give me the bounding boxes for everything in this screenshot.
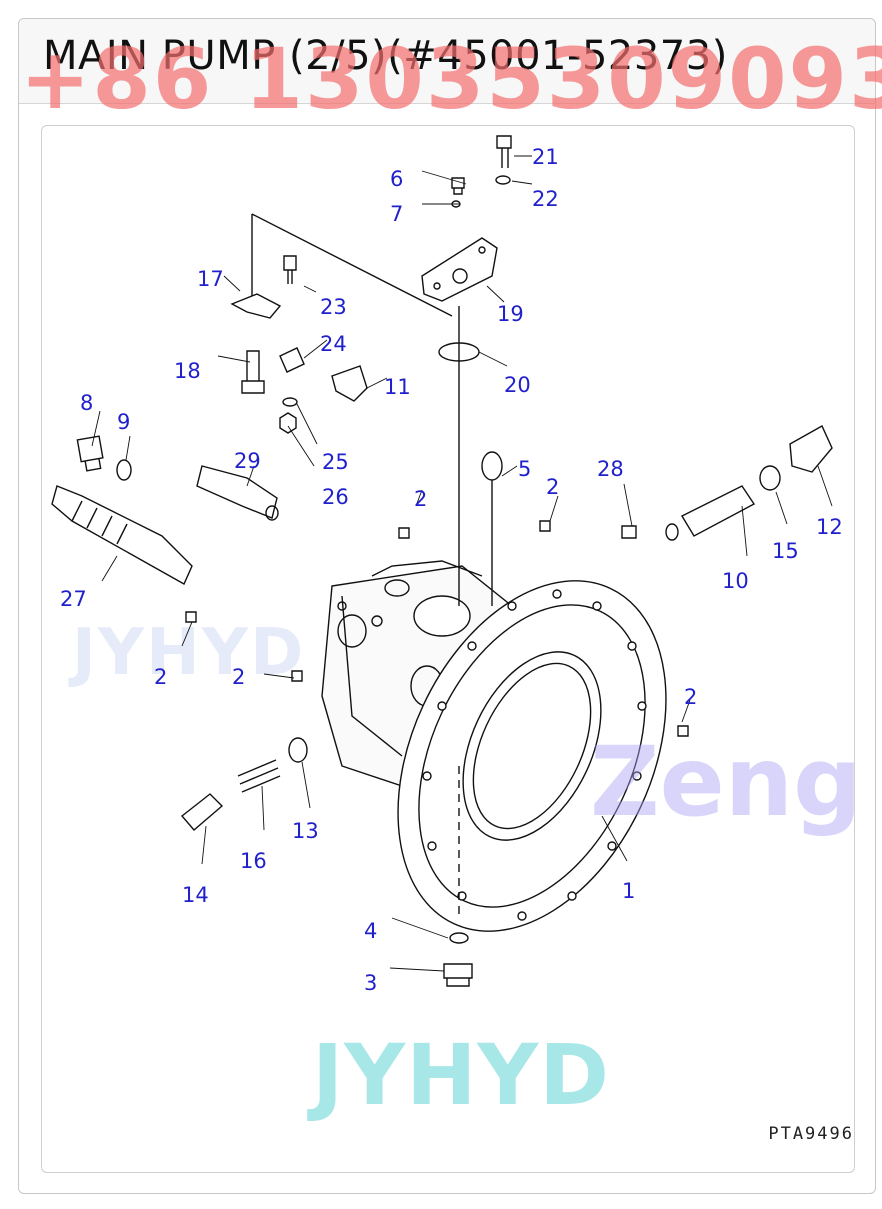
callout-1: 1 <box>622 879 635 903</box>
page-title: MAIN PUMP (2/5)(#45001-52373) <box>43 33 728 79</box>
callout-26: 26 <box>322 485 349 509</box>
callout-3: 3 <box>364 971 377 995</box>
diagram-code: PTA9496 <box>768 1124 854 1144</box>
callout-28: 28 <box>597 457 624 481</box>
callout-15: 15 <box>772 539 799 563</box>
callout-14: 14 <box>182 883 209 907</box>
callout-24: 24 <box>320 332 347 356</box>
callout-23: 23 <box>320 295 347 319</box>
callout-16: 16 <box>240 849 267 873</box>
callout-2a: 2 <box>546 475 559 499</box>
callout-7: 7 <box>390 202 403 226</box>
callout-29: 29 <box>234 449 261 473</box>
callout-2e: 2 <box>684 685 697 709</box>
callout-22: 22 <box>532 187 559 211</box>
callout-19: 19 <box>497 302 524 326</box>
callout-8: 8 <box>80 391 93 415</box>
callout-13: 13 <box>292 819 319 843</box>
callout-12: 12 <box>816 515 843 539</box>
callout-2d: 2 <box>232 665 245 689</box>
callout-18: 18 <box>174 359 201 383</box>
callout-5: 5 <box>518 457 531 481</box>
flange-ring <box>397 580 667 932</box>
callout-9: 9 <box>117 410 130 434</box>
callout-4: 4 <box>364 919 377 943</box>
callout-2b: 2 <box>414 487 427 511</box>
title-bar: MAIN PUMP (2/5)(#45001-52373) <box>19 19 875 104</box>
callout-11: 11 <box>384 375 411 399</box>
callout-17: 17 <box>197 267 224 291</box>
callout-27: 27 <box>60 587 87 611</box>
callout-21: 21 <box>532 145 559 169</box>
callout-20: 20 <box>504 373 531 397</box>
exploded-view-drawing: 21 22 6 7 17 23 19 24 18 20 11 8 9 29 25… <box>51 135 843 995</box>
callout-6: 6 <box>390 167 403 191</box>
callout-25: 25 <box>322 450 349 474</box>
parts-diagram: JYHYD <box>41 125 855 1173</box>
callout-10: 10 <box>722 569 749 593</box>
callout-2c: 2 <box>154 665 167 689</box>
drive-shaft <box>51 485 193 585</box>
parts-card: MAIN PUMP (2/5)(#45001-52373) JYHYD <box>18 18 876 1194</box>
flange-bolt-holes <box>422 589 647 921</box>
